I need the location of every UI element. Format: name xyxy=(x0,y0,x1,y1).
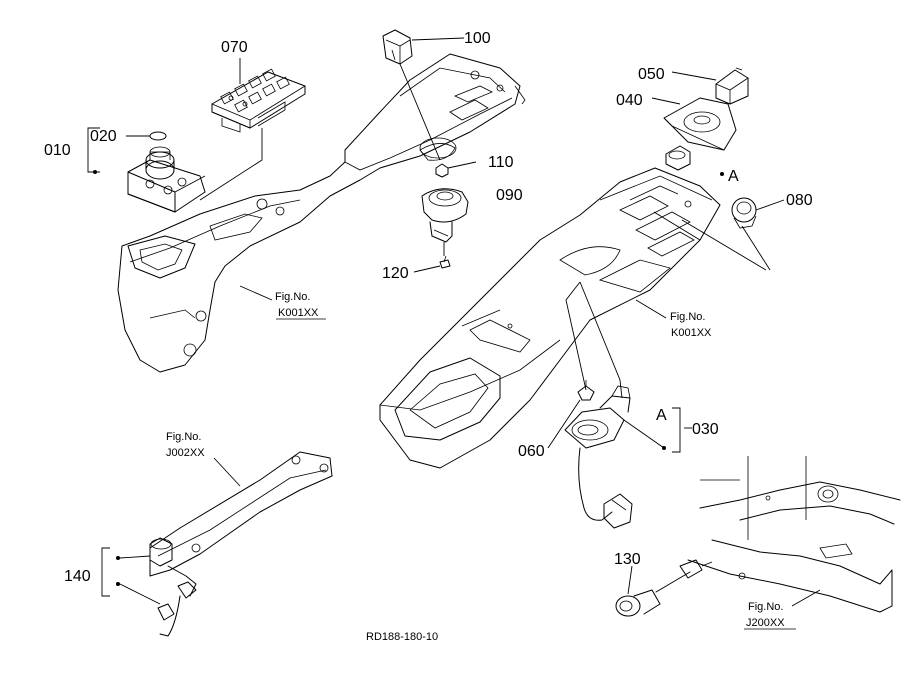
label-020: 020 xyxy=(90,128,117,145)
part-a-ring xyxy=(665,145,724,176)
part-100-knob xyxy=(382,29,413,65)
leader-lines xyxy=(87,37,821,607)
fig-ref-right-code: K001XX xyxy=(671,327,712,339)
label-050: 050 xyxy=(638,66,665,83)
part-090-switch xyxy=(421,188,469,243)
drawing-code: RD188-180-10 xyxy=(366,631,438,643)
fig-ref-frame-title: Fig.No. xyxy=(748,601,783,613)
label-140: 140 xyxy=(64,568,91,585)
label-060: 060 xyxy=(518,443,545,460)
bracket xyxy=(149,451,333,577)
part-110-nut xyxy=(435,163,449,178)
fig-ref-right-title: Fig.No. xyxy=(670,311,705,323)
part-120-screw xyxy=(439,255,451,269)
label-110: 110 xyxy=(488,154,514,171)
frame xyxy=(687,456,901,613)
fig-ref-bracket-code: J002XX xyxy=(166,447,205,459)
part-130-socket xyxy=(615,559,713,617)
part-140-switch xyxy=(116,537,197,637)
fig-ref-left-title: Fig.No. xyxy=(275,291,310,303)
part-080-switch xyxy=(731,197,757,229)
part-070-switch-panel xyxy=(211,68,306,133)
label-100: 100 xyxy=(464,30,491,47)
part-010-joystick-unit xyxy=(93,146,206,213)
part-050-knob xyxy=(715,67,749,105)
callout-a-upper: A xyxy=(728,168,739,185)
fig-ref-left-code: K001XX xyxy=(278,307,319,319)
labels: 010 020 070 100 110 090 120 050 040 080 … xyxy=(44,30,813,643)
right-console xyxy=(379,167,721,469)
label-030: 030 xyxy=(692,421,719,438)
part-030-socket xyxy=(564,385,666,529)
label-040: 040 xyxy=(616,92,643,109)
part-040-cover xyxy=(663,97,737,151)
label-120: 120 xyxy=(382,265,409,282)
fig-ref-frame-code: J200XX xyxy=(746,617,785,629)
callout-a-lower: A xyxy=(656,407,667,424)
label-090: 090 xyxy=(496,187,523,204)
part-020-o-ring xyxy=(149,131,167,141)
fig-ref-bracket-title: Fig.No. xyxy=(166,431,201,443)
label-010: 010 xyxy=(44,142,71,159)
label-070: 070 xyxy=(221,39,248,56)
label-080: 080 xyxy=(786,192,813,209)
label-130: 130 xyxy=(614,551,641,568)
part-060-clip xyxy=(577,380,595,401)
left-console xyxy=(117,53,526,373)
